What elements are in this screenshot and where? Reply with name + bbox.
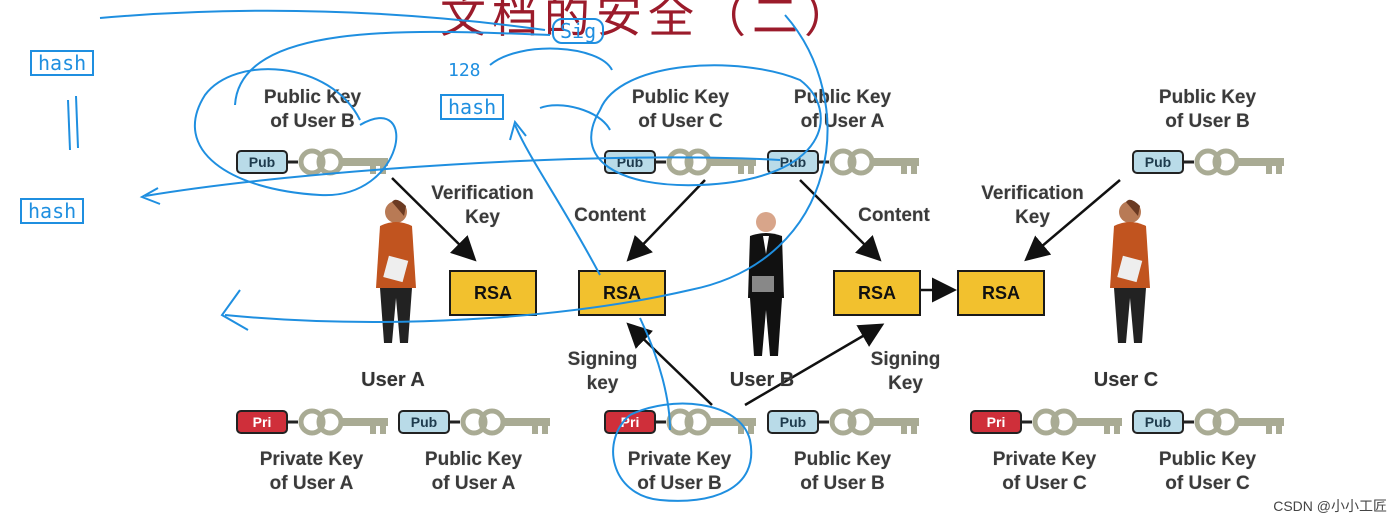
- arrow-pubkey-b-to-rsa1: [391, 177, 477, 262]
- label-private-key-user-c: Private Key of User C: [992, 449, 1097, 494]
- annotation-arrowhead-hash-mid: [509, 119, 527, 141]
- annotation-hash-top: hash: [30, 50, 95, 76]
- label-signing-key-left: Signing key: [567, 349, 638, 394]
- key-icon: [817, 408, 919, 436]
- arrow-privkey-b-to-rsa2: [626, 322, 713, 406]
- user-a-figure: [376, 199, 416, 343]
- key-icon: [1182, 148, 1284, 176]
- pub-badge: Pub: [398, 410, 450, 434]
- key-icon: [1182, 408, 1284, 436]
- key-pub-user-c-bottom: Pub: [1132, 400, 1292, 442]
- label-public-key-user-b-bottom: Public Key of User B: [793, 449, 892, 494]
- key-icon: [654, 148, 756, 176]
- user-a-label: User A: [361, 369, 425, 391]
- annotation-128: 128: [448, 60, 481, 81]
- page-title-fragment: 文档的安全（二）: [440, 0, 856, 43]
- label-content-left: Content: [574, 205, 646, 226]
- label-signing-key-right: Signing Key: [870, 349, 941, 394]
- key-icon: [448, 408, 550, 436]
- label-verification-key-left: Verification Key: [431, 183, 534, 228]
- annotation-curve-hash-mid: [489, 47, 613, 71]
- key-pub-user-b-bottom: Pub: [767, 400, 927, 442]
- label-public-key-user-b-right: Public Key of User B: [1158, 87, 1257, 132]
- label-verification-key-right: Verification Key: [981, 183, 1084, 228]
- pub-badge: Pub: [1132, 410, 1184, 434]
- label-public-key-user-a-bottom: Public Key of User A: [424, 449, 523, 494]
- pub-badge: Pub: [1132, 150, 1184, 174]
- key-pub-user-b-left: Pub: [236, 140, 396, 182]
- annotation-loop-pubkey-b: [193, 68, 398, 197]
- pri-badge: Pri: [236, 410, 288, 434]
- arrow-pubkey-a-to-rsa3: [799, 179, 882, 262]
- user-b-label: User B: [729, 369, 795, 391]
- annotation-loop-pubkey-c: [590, 64, 822, 187]
- annotation-double-line-a: [67, 99, 71, 151]
- user-b-figure: [748, 212, 784, 356]
- label-public-key-user-b-left: Public Key of User B: [263, 87, 362, 132]
- annotation-hash-mid: hash: [440, 94, 505, 120]
- label-public-key-user-c: Public Key of User C: [631, 87, 730, 132]
- label-private-key-user-b: Private Key of User B: [627, 449, 732, 494]
- annotation-top-stroke: [99, 9, 546, 31]
- annotation-arrow-rsa-to-hash: [514, 124, 601, 276]
- user-c-figure: [1110, 199, 1150, 343]
- annotation-line-privkey-rsa: [639, 317, 671, 431]
- rsa-box-sign-right: RSA: [833, 270, 921, 316]
- annotation-big-loop: [224, 14, 829, 323]
- label-content-right: Content: [858, 205, 930, 226]
- label-private-key-user-a: Private Key of User A: [259, 449, 364, 494]
- annotation-arrowhead-left-hash: [139, 187, 161, 205]
- rsa-box-verify-left: RSA: [449, 270, 537, 316]
- label-public-key-user-a-top: Public Key of User A: [793, 87, 892, 132]
- key-icon: [286, 408, 388, 436]
- key-icon: [1020, 408, 1122, 436]
- rsa-box-verify-right: RSA: [957, 270, 1045, 316]
- annotation-loop-privkey-b: [612, 402, 753, 502]
- key-pri-user-a: Pri: [236, 400, 396, 442]
- annotation-arrow-to-left-hash: [144, 156, 781, 197]
- key-pub-user-c-top: Pub: [604, 140, 764, 182]
- annotation-hash-left: hash: [20, 198, 85, 224]
- key-pub-user-b-right: Pub: [1132, 140, 1292, 182]
- annotation-double-line-b: [75, 95, 79, 149]
- label-public-key-user-c-bottom: Public Key of User C: [1158, 449, 1257, 494]
- pub-badge: Pub: [767, 410, 819, 434]
- watermark: CSDN @小小工匠: [1273, 498, 1387, 514]
- annotation-arrowhead-big-loop: [220, 289, 249, 331]
- arrow-privkey-b-to-rsa3: [744, 323, 885, 407]
- annotation-sig: Sig: [552, 18, 605, 44]
- annotation-curve-to-sig: [234, 30, 551, 106]
- key-pri-user-c: Pri: [970, 400, 1130, 442]
- key-icon: [817, 148, 919, 176]
- arrow-pubkey-c-to-rsa2: [626, 179, 706, 262]
- annotation-pointer-hash-mid: [539, 104, 611, 131]
- arrow-pubkey-b-right-to-rsa4: [1024, 179, 1121, 262]
- key-pub-user-a-bottom: Pub: [398, 400, 558, 442]
- user-c-label: User C: [1093, 369, 1159, 391]
